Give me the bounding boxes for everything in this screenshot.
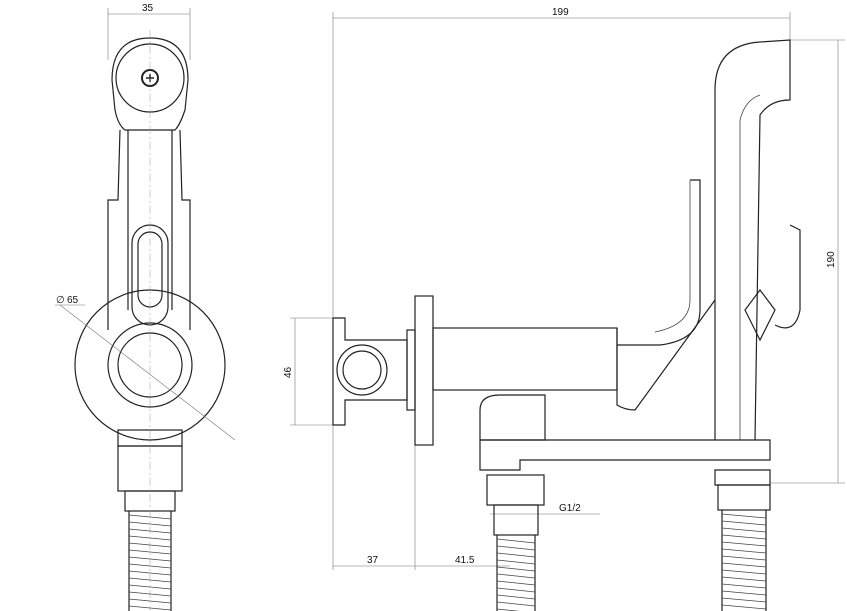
hose-segment (128, 549, 172, 555)
inlet-fitting (493, 504, 539, 536)
hose-segment (496, 608, 520, 611)
handle-body (107, 129, 191, 330)
flange-neck (406, 329, 416, 411)
valve-body (432, 327, 618, 391)
side-view: 199 190 46 37 41.5 G1/2 (283, 7, 845, 611)
hose-segment (496, 545, 536, 551)
hose-segment (496, 594, 536, 600)
hose-segment (721, 590, 767, 596)
hose-segment (496, 601, 536, 607)
hose-segment (721, 583, 767, 589)
hose-segment (721, 604, 767, 610)
lever-inner (654, 180, 691, 333)
hose-segment (721, 510, 767, 611)
hose-holder (332, 317, 408, 426)
handle-inner (127, 130, 173, 310)
outlet-block (479, 394, 546, 441)
hose-segment (496, 566, 536, 572)
hose-bracket (479, 439, 771, 471)
hose-segment (721, 527, 767, 533)
shower-connector (714, 469, 771, 486)
dim-label-46: 46 (283, 366, 294, 378)
front-view: 35 ∅ 65 (55, 3, 236, 611)
valve-housing (616, 299, 716, 411)
hose-segment (721, 513, 767, 519)
dim-line-65 (59, 304, 236, 441)
hose-segment (496, 538, 536, 544)
hose-segment (721, 520, 767, 526)
dim-label-65: 65 (67, 295, 79, 306)
dim-label-g12: G1/2 (559, 503, 581, 514)
spray-head (111, 37, 189, 131)
shower-hose-nut (717, 484, 771, 511)
valve-lever (617, 179, 701, 346)
holder-ring-outer (336, 344, 388, 396)
hose-segment (721, 555, 767, 561)
hose-segment (496, 580, 536, 586)
holder-ring-inner (342, 350, 382, 390)
shower-contour (739, 94, 761, 440)
dim-label-37: 37 (367, 555, 379, 566)
hose-segment (496, 573, 536, 579)
dim-label-35: 35 (142, 3, 154, 14)
dim-label-41-5: 41.5 (455, 555, 475, 566)
trigger-lever (774, 224, 801, 329)
diameter-symbol: ∅ (56, 295, 65, 306)
inlet-hose (496, 535, 536, 611)
hose-segment (721, 576, 767, 582)
shower-trigger (744, 289, 776, 342)
hose-segment (721, 541, 767, 547)
hose-segment (496, 552, 536, 558)
dim-label-199: 199 (552, 7, 569, 18)
hose-segment (496, 535, 536, 611)
hand-shower (714, 39, 791, 441)
inlet-nut (486, 474, 545, 506)
hose-segment (721, 534, 767, 540)
dim-label-190: 190 (826, 251, 837, 268)
hose-segment (128, 521, 172, 527)
hose-segment (721, 548, 767, 554)
hose-segment (496, 559, 536, 565)
hose-segment (128, 570, 172, 576)
shower-hose (721, 510, 767, 611)
flange-plate (414, 295, 434, 446)
hose-segment (721, 562, 767, 568)
hose-segment (721, 569, 767, 575)
hose-segment (496, 587, 536, 593)
hose-segment (721, 597, 767, 603)
holder-ring-inner (117, 332, 183, 398)
